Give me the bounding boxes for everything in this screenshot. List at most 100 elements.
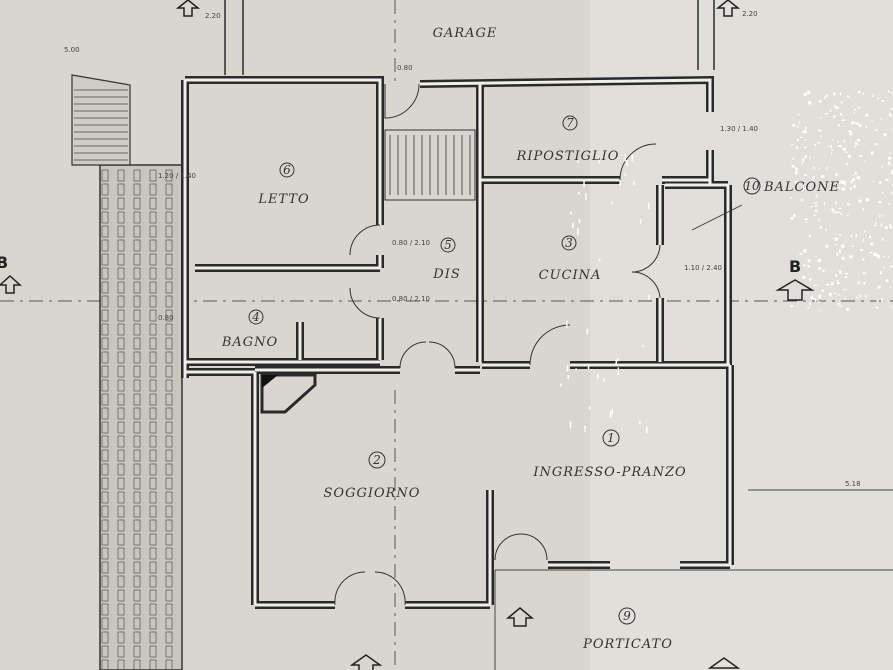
noise-speck — [820, 117, 822, 119]
paver-brick — [165, 477, 173, 490]
paver-brick — [165, 421, 173, 434]
noise-speck — [806, 221, 808, 223]
noise-speck — [887, 256, 890, 259]
noise-speck — [846, 307, 849, 311]
noise-speck — [839, 92, 842, 96]
noise-speck — [648, 295, 650, 300]
paver-brick — [149, 561, 157, 574]
noise-speck — [839, 305, 843, 307]
noise-speck — [849, 132, 853, 136]
paver-brick — [133, 393, 141, 406]
paver-brick — [165, 505, 173, 518]
paver-brick — [117, 239, 125, 252]
porticato-outline — [494, 489, 893, 670]
paver-brick — [149, 309, 157, 322]
room-number-balcone: 10 — [744, 179, 760, 193]
noise-speck — [792, 165, 795, 168]
noise-speck — [792, 124, 796, 127]
paver-brick — [149, 505, 157, 518]
paver-brick — [101, 267, 109, 280]
noise-speck — [577, 160, 579, 163]
paver-brick — [117, 547, 125, 560]
paver-brick — [101, 547, 109, 560]
noise-speck — [852, 174, 854, 176]
noise-speck — [856, 139, 861, 142]
dim-top-right: 2.20 — [742, 10, 758, 18]
paver-brick — [117, 225, 125, 238]
noise-speck — [847, 203, 850, 206]
paver-brick — [117, 323, 125, 336]
noise-speck — [835, 106, 839, 109]
paver-brick — [101, 575, 109, 588]
noise-speck — [881, 192, 884, 194]
noise-speck — [802, 131, 804, 133]
paver-brick — [133, 337, 141, 350]
noise-speck — [874, 143, 878, 145]
paver-brick — [165, 659, 173, 670]
noise-speck — [815, 204, 818, 207]
paver-brick — [165, 435, 173, 448]
noise-speck — [804, 174, 807, 176]
noise-speck — [802, 275, 806, 279]
paver-brick — [117, 561, 125, 574]
noise-speck — [832, 209, 835, 211]
noise-speck — [810, 206, 813, 208]
paver-brick — [117, 253, 125, 266]
noise-speck — [808, 101, 812, 105]
paver-brick — [133, 449, 141, 462]
paver-brick — [101, 253, 109, 266]
noise-speck — [796, 168, 799, 170]
paver-brick — [117, 575, 125, 588]
noise-speck — [819, 226, 823, 229]
noise-speck — [855, 234, 858, 238]
dim-stair-width: 5.00 — [64, 46, 80, 54]
noise-speck — [577, 227, 579, 236]
noise-speck — [817, 142, 821, 144]
paver-brick — [117, 365, 125, 378]
paver-brick — [133, 547, 141, 560]
noise-speck — [862, 272, 867, 274]
noise-speck — [845, 151, 848, 153]
paver-brick — [133, 589, 141, 602]
paver-brick — [133, 561, 141, 574]
paver-brick — [149, 295, 157, 308]
noise-speck — [841, 119, 845, 121]
noise-speck — [836, 280, 839, 282]
noise-speck — [800, 189, 804, 191]
noise-speck — [803, 129, 807, 134]
noise-speck — [834, 292, 836, 294]
paver-brick — [165, 519, 173, 532]
paver-brick — [101, 379, 109, 392]
paver-brick — [149, 323, 157, 336]
paver-brick — [165, 407, 173, 420]
paver-brick — [149, 603, 157, 616]
paver-brick — [165, 351, 173, 364]
paver-brick — [133, 309, 141, 322]
paver-brick — [149, 477, 157, 490]
noise-speck — [809, 156, 811, 160]
noise-speck — [830, 144, 832, 149]
noise-speck — [642, 344, 644, 347]
paver-brick — [117, 421, 125, 434]
paver-brick — [165, 631, 173, 644]
paver-brick — [133, 225, 141, 238]
noise-speck — [820, 309, 822, 311]
noise-speck — [814, 298, 817, 302]
noise-speck — [853, 184, 856, 189]
paver-brick — [133, 645, 141, 658]
paver-brick — [117, 631, 125, 644]
section-letter-left: B — [0, 253, 8, 272]
noise-speck — [858, 199, 862, 203]
noise-speck — [807, 306, 810, 309]
noise-speck — [839, 270, 842, 274]
paver-brick — [165, 281, 173, 294]
noise-speck — [807, 259, 811, 263]
room-label-garage: GARAGE — [433, 26, 498, 41]
paver-brick — [165, 309, 173, 322]
noise-speck — [583, 180, 585, 187]
paver-brick — [133, 533, 141, 546]
noise-speck — [870, 242, 872, 246]
room-porticato: 9 PORTICATO — [582, 607, 672, 652]
noise-speck — [854, 142, 858, 145]
room-garage: GARAGE — [433, 26, 498, 41]
